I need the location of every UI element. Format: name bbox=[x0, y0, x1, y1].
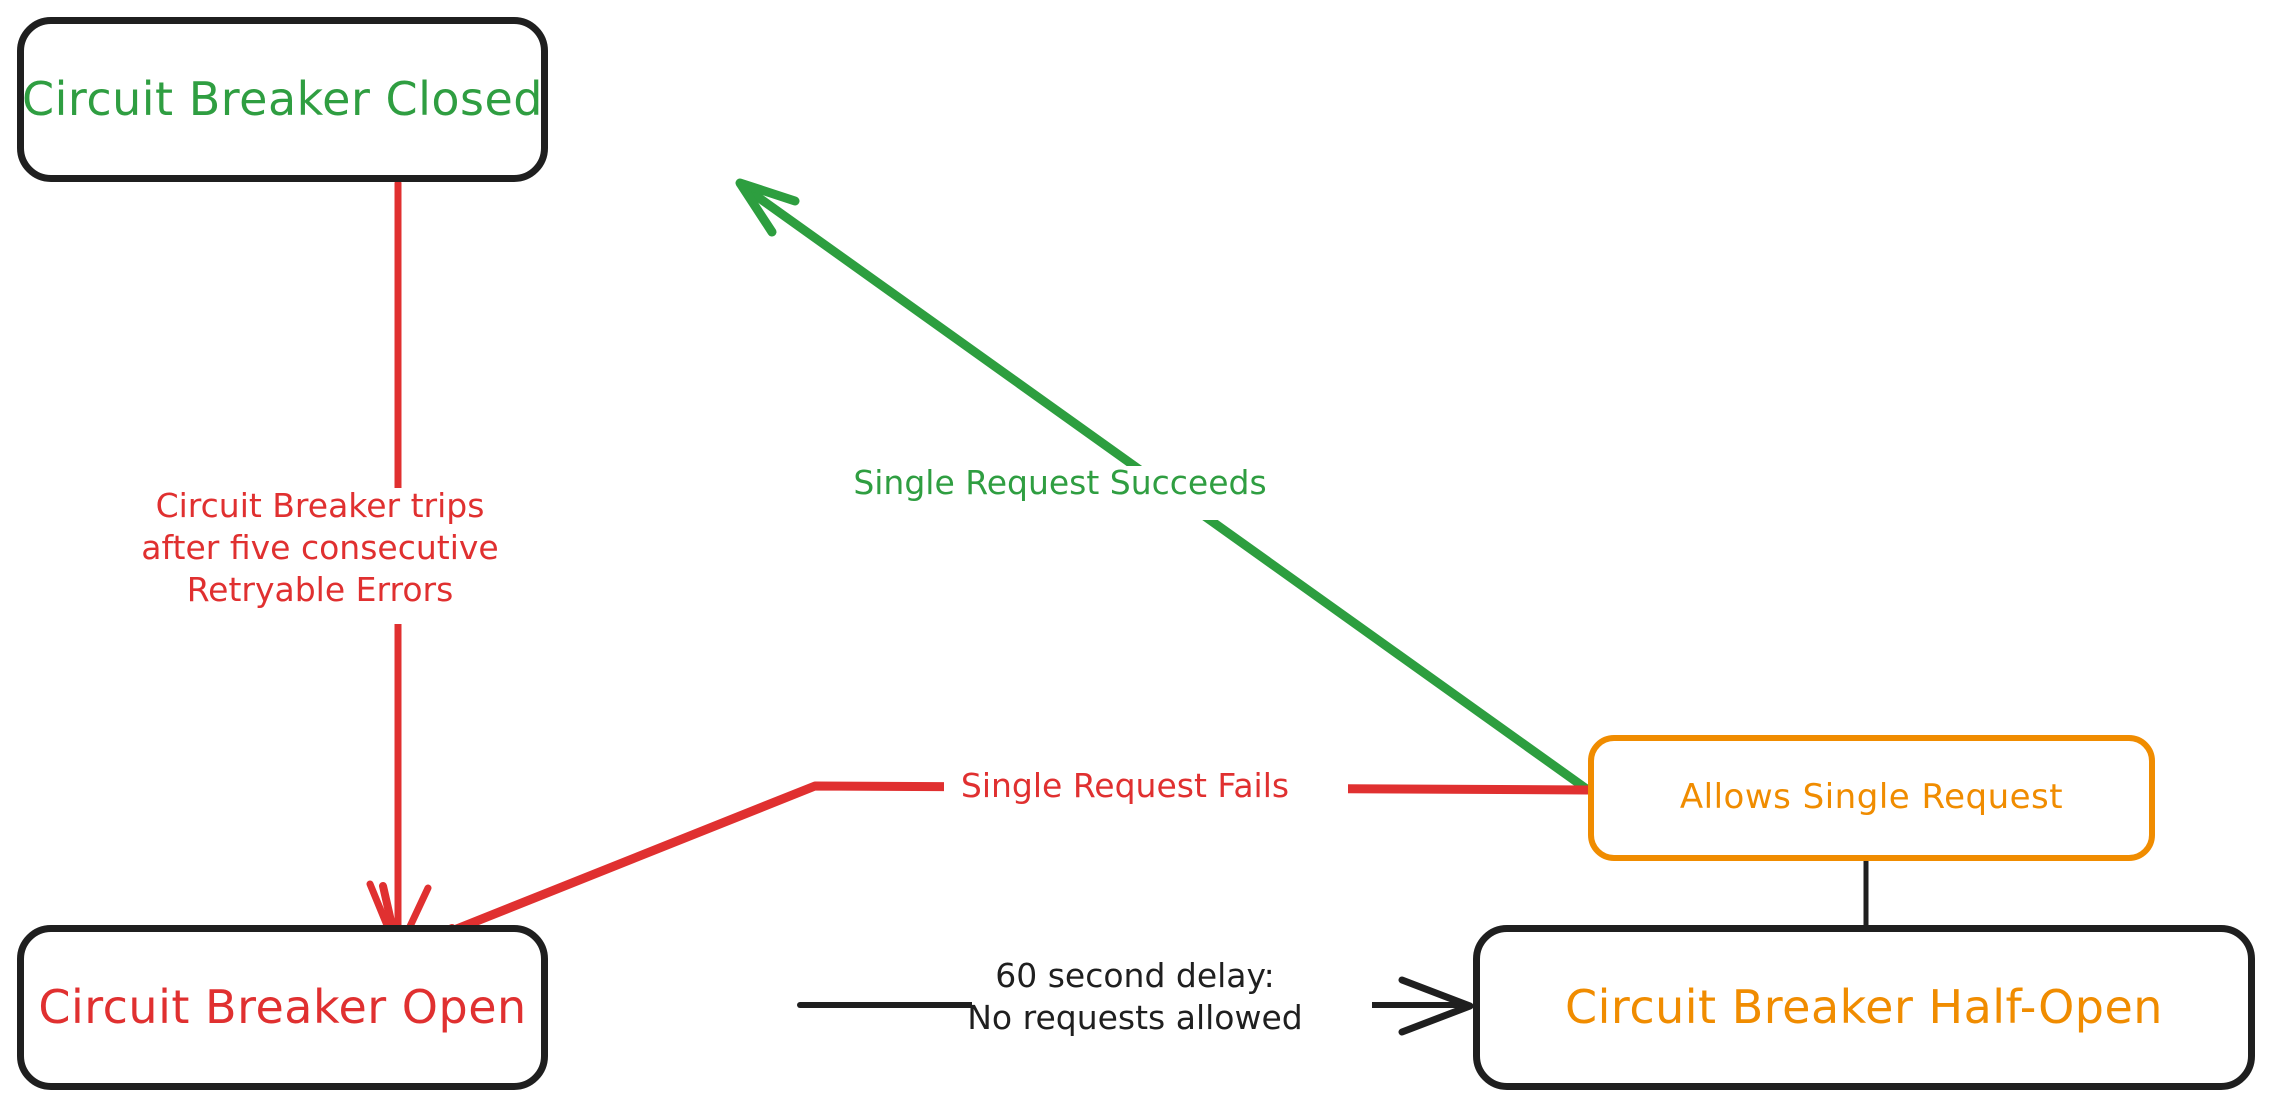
edge-label-line: 60 second delay: bbox=[995, 956, 1275, 995]
node-circuit-breaker-half-open[interactable]: Circuit Breaker Half-Open bbox=[1473, 925, 2255, 1090]
node-circuit-breaker-closed[interactable]: Circuit Breaker Closed bbox=[17, 17, 548, 182]
edge-label-line: No requests allowed bbox=[967, 998, 1303, 1038]
node-label-half-open: Circuit Breaker Half-Open bbox=[1565, 980, 2163, 1035]
node-circuit-breaker-open[interactable]: Circuit Breaker Open bbox=[17, 925, 548, 1090]
node-label-open: Circuit Breaker Open bbox=[38, 980, 527, 1035]
edge-label-line: Single Request Fails bbox=[960, 766, 1290, 805]
edge-label-line: Circuit Breaker trips bbox=[155, 486, 485, 525]
node-label-closed: Circuit Breaker Closed bbox=[22, 72, 543, 127]
edge-label-allows-to-closed: Single Request Succeeds bbox=[820, 462, 1300, 504]
edge-label-line: Retryable Errors bbox=[186, 570, 454, 610]
edge-label-line: Single Request Succeeds bbox=[853, 463, 1267, 502]
edge-label-open-to-half-open: 60 second delay: No requests allowed bbox=[900, 955, 1370, 1039]
label-backdrop-trips bbox=[104, 488, 536, 624]
edge-label-allows-to-open: Single Request Fails bbox=[880, 765, 1370, 807]
node-label-allows-single-request: Allows Single Request bbox=[1679, 777, 2064, 818]
edge-label-closed-to-open: Circuit Breaker trips after five consecu… bbox=[100, 485, 540, 612]
node-allows-single-request[interactable]: Allows Single Request bbox=[1588, 735, 2155, 861]
edge-label-line: after five consecutive bbox=[141, 528, 499, 568]
